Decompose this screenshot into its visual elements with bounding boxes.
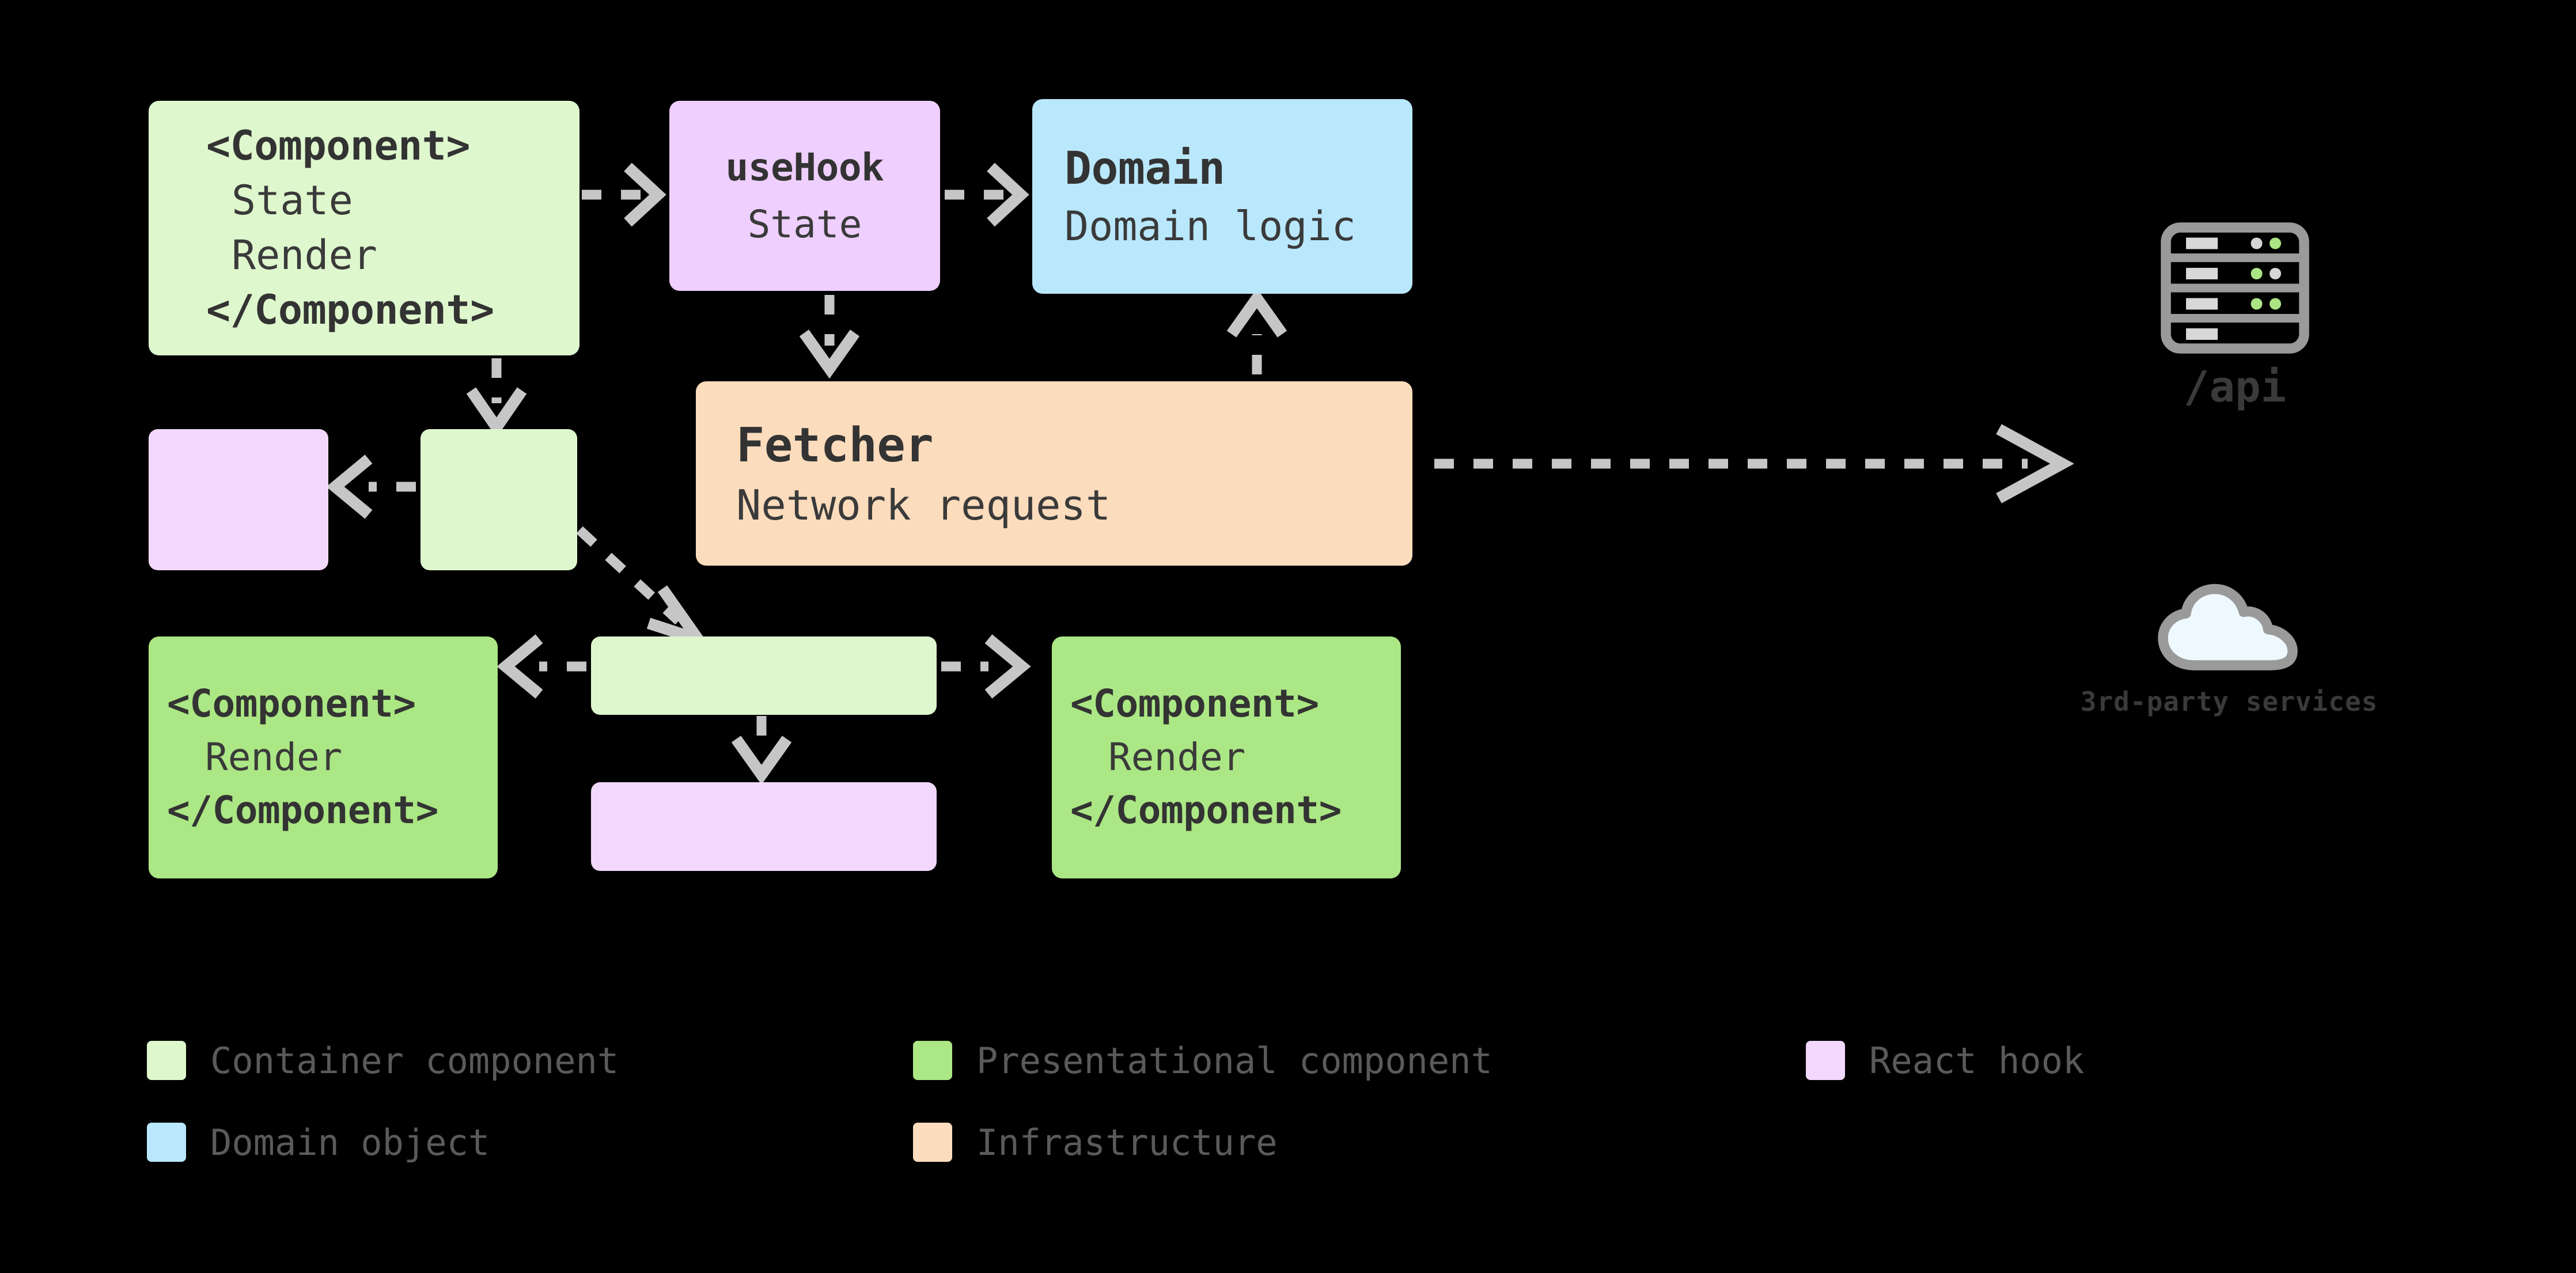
edge-fetcher-to-domain bbox=[1226, 288, 1287, 374]
node-title: <Component> bbox=[167, 681, 416, 726]
node-container-small[interactable] bbox=[421, 429, 577, 570]
node-component-bottom-left[interactable]: <Component> Render </Component> bbox=[149, 636, 498, 878]
legend-label: Container component bbox=[210, 1039, 619, 1082]
external-label-api: /api bbox=[2183, 362, 2287, 412]
node-line-state: State bbox=[232, 176, 353, 224]
node-line-render: Render bbox=[1108, 734, 1246, 779]
node-domain[interactable]: Domain Domain logic bbox=[1032, 99, 1412, 294]
legend-row-2: Domain object Infrastructure bbox=[147, 1101, 2278, 1183]
edge-container-mid-to-component-left bbox=[497, 634, 586, 699]
legend-swatch-container bbox=[147, 1041, 186, 1080]
node-title: <Component> bbox=[206, 122, 471, 169]
node-title: Domain bbox=[1065, 143, 1225, 195]
edge-usehook-to-fetcher bbox=[799, 295, 860, 379]
node-subtitle: State bbox=[747, 202, 862, 247]
node-line-render: Render bbox=[232, 232, 377, 279]
legend-item-container-component: Container component bbox=[147, 1040, 913, 1082]
legend-label: Presentational component bbox=[976, 1039, 1492, 1082]
node-hook-small[interactable] bbox=[149, 429, 328, 570]
legend-swatch-hook bbox=[1806, 1041, 1845, 1080]
node-title: <Component> bbox=[1070, 681, 1319, 726]
legend-label: React hook bbox=[1869, 1039, 2085, 1082]
legend-row-1: Container component Presentational compo… bbox=[147, 1020, 2278, 1101]
node-subtitle: Domain logic bbox=[1065, 203, 1356, 251]
edge-container-mid-to-hook-mid bbox=[731, 716, 792, 785]
legend-swatch-presentational bbox=[913, 1041, 952, 1080]
legend-swatch-infrastructure bbox=[913, 1123, 952, 1162]
node-subtitle: Network request bbox=[736, 480, 1111, 529]
external-node-api[interactable]: /api bbox=[2103, 222, 2367, 412]
edge-usehook-to-domain bbox=[945, 162, 1029, 227]
edge-container-mid-to-component-right bbox=[941, 634, 1031, 699]
cloud-icon bbox=[2158, 584, 2298, 670]
node-close-tag: </Component> bbox=[1070, 788, 1342, 833]
node-close-tag: </Component> bbox=[206, 286, 494, 334]
node-use-hook[interactable]: useHook State bbox=[669, 101, 940, 291]
legend-item-domain-object: Domain object bbox=[147, 1122, 913, 1164]
node-component-top[interactable]: <Component> State Render </Component> bbox=[149, 101, 579, 355]
server-icon bbox=[2161, 222, 2309, 354]
legend-label: Infrastructure bbox=[976, 1121, 1278, 1164]
edge-component-to-container-small bbox=[466, 358, 527, 438]
external-node-third-party[interactable]: 3rd-party services bbox=[2005, 576, 2454, 717]
node-title: Fetcher bbox=[736, 418, 934, 473]
legend-item-react-hook: React hook bbox=[1806, 1040, 2084, 1082]
legend-label: Domain object bbox=[210, 1121, 490, 1164]
node-component-bottom-right[interactable]: <Component> Render </Component> bbox=[1052, 636, 1401, 878]
node-line-render: Render bbox=[205, 734, 343, 779]
edge-container-small-to-hook-small bbox=[326, 454, 416, 519]
external-label-third-party: 3rd-party services bbox=[2080, 686, 2378, 717]
node-container-mid[interactable] bbox=[591, 636, 937, 715]
edge-component-to-usehook bbox=[582, 162, 666, 227]
legend-swatch-domain bbox=[147, 1123, 186, 1162]
node-fetcher[interactable]: Fetcher Network request bbox=[696, 381, 1412, 566]
edge-container-small-to-container-mid bbox=[576, 526, 713, 650]
legend-item-infrastructure: Infrastructure bbox=[913, 1122, 1806, 1164]
legend: Container component Presentational compo… bbox=[147, 1020, 2278, 1183]
legend-item-presentational-component: Presentational component bbox=[913, 1040, 1806, 1082]
node-close-tag: </Component> bbox=[167, 788, 438, 833]
node-title: useHook bbox=[725, 145, 884, 190]
node-hook-mid[interactable] bbox=[591, 782, 937, 871]
edge-fetcher-to-api bbox=[1434, 424, 2074, 503]
